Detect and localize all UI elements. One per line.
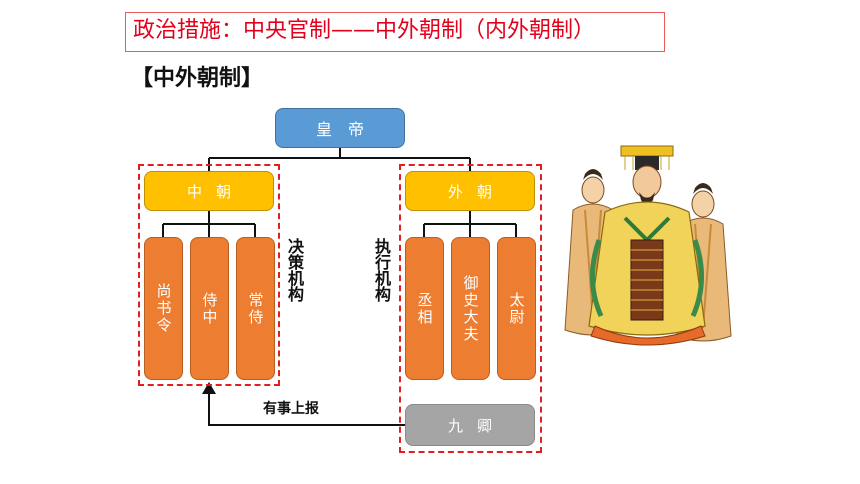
inner-court-box: 中朝 bbox=[144, 171, 274, 211]
emperor-figure bbox=[588, 145, 706, 346]
office-taiwei: 太尉 bbox=[497, 237, 536, 380]
section-title: 【中外朝制】 bbox=[131, 66, 264, 91]
office-chengxiang: 丞相 bbox=[405, 237, 444, 380]
emperor-box: 皇帝 bbox=[275, 108, 405, 148]
page-title: 政治措施：中央官制——中外朝制（内外朝制） bbox=[133, 18, 596, 43]
office-shangshuling: 尚书令 bbox=[144, 237, 183, 380]
decision-body-label: 决策机构 bbox=[285, 238, 304, 302]
emperor-illustration bbox=[564, 145, 732, 346]
inner-court-frame bbox=[138, 164, 280, 386]
nine-ministers-box: 九卿 bbox=[405, 404, 535, 446]
outer-court-box: 外朝 bbox=[405, 171, 535, 211]
office-changshi: 常侍 bbox=[236, 237, 275, 380]
report-arrow-line bbox=[208, 392, 405, 426]
office-yushidafu: 御史大夫 bbox=[451, 237, 490, 380]
office-shizhong: 侍中 bbox=[190, 237, 229, 380]
title-frame bbox=[125, 12, 665, 52]
execution-body-label: 执行机构 bbox=[372, 238, 391, 302]
outer-court-frame bbox=[399, 164, 542, 453]
report-label: 有事上报 bbox=[263, 401, 319, 417]
report-arrowhead bbox=[202, 382, 216, 394]
